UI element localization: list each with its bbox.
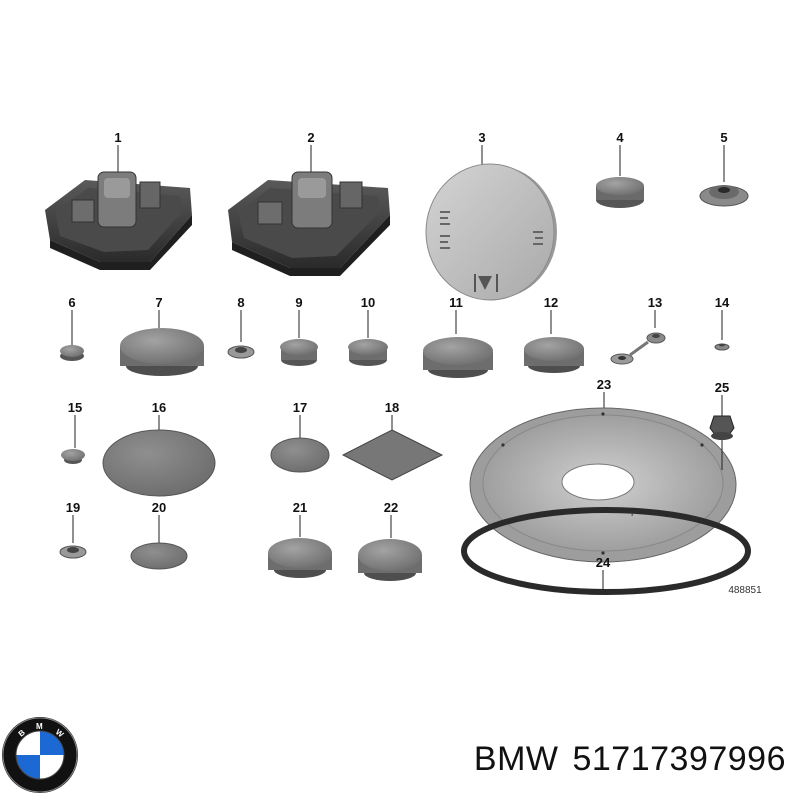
callout-20: 20 bbox=[152, 500, 166, 515]
part-12-plug bbox=[524, 310, 584, 373]
part-4-plug bbox=[596, 145, 644, 208]
svg-text:B: B bbox=[17, 728, 27, 739]
diagram-reference-code: 488851 bbox=[728, 585, 762, 596]
callout-8: 8 bbox=[237, 295, 244, 310]
callout-25: 25 bbox=[715, 380, 729, 395]
callout-10: 10 bbox=[361, 295, 375, 310]
callout-23: 23 bbox=[597, 377, 611, 392]
part-20-flat-disc bbox=[130, 515, 188, 570]
part-25-nut bbox=[709, 395, 735, 470]
part-11-plug bbox=[423, 310, 493, 378]
callout-12: 12 bbox=[544, 295, 558, 310]
part-2-jack-pad bbox=[228, 145, 390, 276]
callout-17: 17 bbox=[293, 400, 307, 415]
callout-11: 11 bbox=[449, 295, 463, 310]
part-5-grommet bbox=[699, 145, 749, 207]
callout-19: 19 bbox=[66, 500, 80, 515]
callout-24: 24 bbox=[596, 555, 611, 570]
callout-16: 16 bbox=[152, 400, 166, 415]
callout-18: 18 bbox=[385, 400, 399, 415]
callout-3: 3 bbox=[478, 130, 485, 145]
footer-part-number: 51717397996 bbox=[572, 740, 786, 778]
part-13-clip bbox=[610, 310, 666, 365]
part-23-cover-disc bbox=[469, 392, 737, 563]
part-7-plug bbox=[120, 310, 204, 376]
part-8-grommet bbox=[227, 310, 255, 359]
part-16-flat-disc bbox=[102, 415, 216, 497]
part-24-gasket-ring bbox=[461, 507, 751, 595]
svg-text:M: M bbox=[36, 722, 43, 731]
svg-text:W: W bbox=[54, 727, 66, 739]
footer-brand: BMW bbox=[473, 740, 559, 778]
part-15-plug bbox=[61, 415, 85, 464]
part-14-plug bbox=[714, 310, 730, 351]
part-19-grommet bbox=[59, 515, 87, 559]
callout-15: 15 bbox=[68, 400, 82, 415]
callout-2: 2 bbox=[307, 130, 314, 145]
part-9-plug bbox=[280, 310, 318, 366]
part-22-plug bbox=[358, 515, 422, 581]
callout-21: 21 bbox=[293, 500, 307, 515]
callout-13: 13 bbox=[648, 295, 662, 310]
part-10-plug bbox=[348, 310, 388, 366]
callout-6: 6 bbox=[68, 295, 75, 310]
callout-1: 1 bbox=[114, 130, 121, 145]
part-18-square-pad bbox=[341, 415, 444, 481]
part-6-plug bbox=[60, 310, 84, 361]
footer-part-number-line: BMW 51717397996 bbox=[460, 740, 786, 779]
part-1-jack-pad bbox=[45, 145, 192, 270]
callout-14: 14 bbox=[715, 295, 730, 310]
callout-22: 22 bbox=[384, 500, 398, 515]
callout-5: 5 bbox=[720, 130, 727, 145]
part-21-plug bbox=[268, 515, 332, 578]
bmw-logo: B M W bbox=[2, 717, 78, 793]
callout-7: 7 bbox=[155, 295, 162, 310]
callout-9: 9 bbox=[295, 295, 302, 310]
part-17-flat-disc bbox=[270, 415, 330, 473]
part-3-round-cover bbox=[425, 145, 557, 301]
callout-4: 4 bbox=[616, 130, 624, 145]
